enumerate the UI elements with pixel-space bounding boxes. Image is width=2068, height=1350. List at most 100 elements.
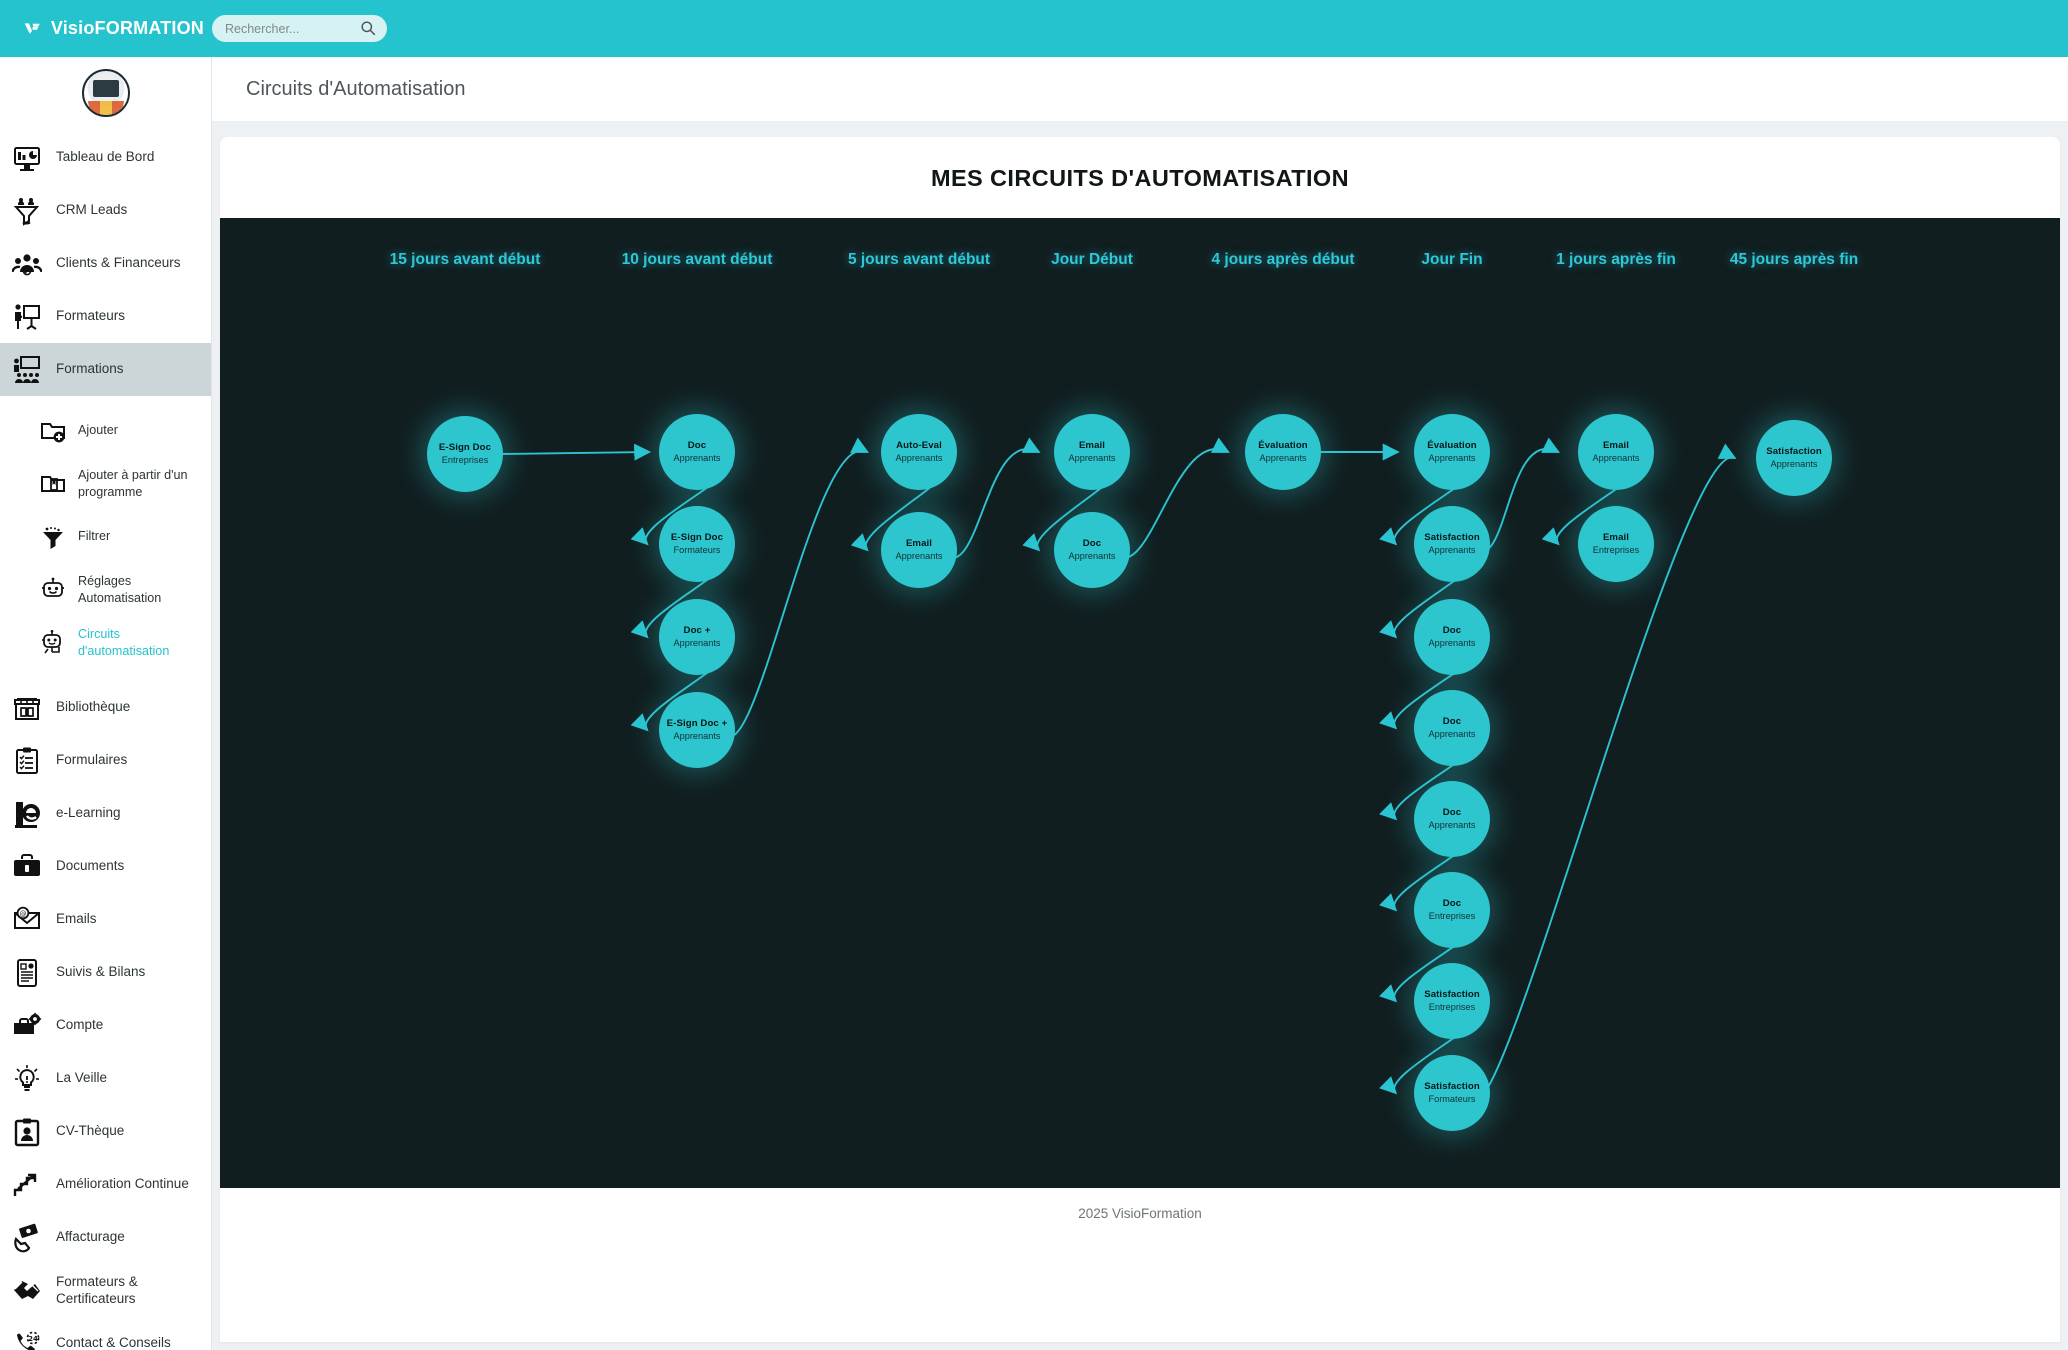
flow-node-title: Doc + (683, 624, 711, 636)
flow-node-subtitle: Apprenants (1428, 452, 1476, 463)
flow-column-header: 1 jours après fin (1556, 251, 1676, 268)
flow-node-title: E-Sign Doc (438, 441, 492, 453)
elearning-book-icon (15, 801, 40, 828)
search-icon[interactable] (360, 20, 376, 36)
sidebar-item-formateurs[interactable]: Formateurs (0, 290, 211, 343)
sidebar-item-affacturage[interactable]: Affacturage (0, 1211, 211, 1264)
envelope-at-icon: @ (14, 906, 40, 929)
flow-node-subtitle: Apprenants (895, 550, 943, 561)
sidebar-item-compte[interactable]: Compte (0, 999, 211, 1052)
flow-edge (726, 437, 870, 738)
flow-node-title: E-Sign Doc (670, 531, 724, 543)
sidebar[interactable]: Tableau de Bord CRM Leads Clients & Fina… (0, 57, 212, 1350)
flow-column-header: Jour Fin (1421, 251, 1483, 268)
sidebar-item-crm-leads[interactable]: CRM Leads (0, 184, 211, 237)
sidebar-subitem-reglages-automatisation[interactable]: Réglages Automatisation (0, 563, 211, 616)
search-box[interactable] (212, 15, 387, 42)
stairs-arrow-icon (13, 1173, 37, 1196)
flow-node-title: Email (1602, 439, 1630, 451)
flow-node-subtitle: Formateurs (1428, 1093, 1476, 1104)
sidebar-item-emails[interactable]: @ Emails (0, 893, 211, 946)
flow-node-subtitle: Apprenants (1592, 452, 1640, 463)
sidebar-item-suivis-bilans[interactable]: Suivis & Bilans (0, 946, 211, 999)
flow-node-title: Doc (1442, 806, 1462, 818)
sidebar-item-cv-theque[interactable]: CV-Thèque (0, 1105, 211, 1158)
flow-edges (500, 437, 1737, 1101)
sidebar-item-amelioration-continue[interactable]: Amélioration Continue (0, 1158, 211, 1211)
sidebar-item-contact-conseils[interactable]: 24 Contact & Conseils (0, 1317, 211, 1350)
sidebar-item-label: Documents (56, 858, 125, 874)
sidebar-item-tableau-de-bord[interactable]: Tableau de Bord (0, 131, 211, 184)
sidebar-item-label: Tableau de Bord (56, 149, 155, 165)
svg-text:@: @ (20, 910, 27, 918)
sidebar-item-label: Formateurs & Certificateurs (56, 1273, 138, 1306)
flow-node-subtitle: Apprenants (1770, 458, 1818, 469)
flow-edge (1117, 437, 1230, 559)
flow-node-subtitle: Apprenants (673, 730, 721, 741)
flow-node-subtitle: Apprenants (1068, 452, 1116, 463)
sidebar-item-formulaires[interactable]: Formulaires (0, 734, 211, 787)
flow-node-subtitle: Apprenants (1428, 544, 1476, 555)
robot-icon (42, 577, 64, 597)
flow-node-subtitle: Apprenants (895, 452, 943, 463)
flow-node-subtitle: Entreprises (441, 454, 489, 465)
flow-node-subtitle: Apprenants (673, 637, 721, 648)
sidebar-item-documents[interactable]: Documents (0, 840, 211, 893)
hand-money-icon (14, 1223, 38, 1252)
briefcase-icon (14, 853, 40, 876)
flow-edge (946, 437, 1041, 559)
sidebar-item-label: La Veille (56, 1070, 108, 1086)
folder-program-icon (41, 475, 65, 492)
flow-node-title: Doc (1442, 624, 1462, 636)
flow-node-title: Doc (1082, 537, 1102, 549)
page-title: Circuits d'Automatisation (246, 77, 466, 100)
sidebar-subitem-circuits-automatisation[interactable]: Circuits d'automatisation (0, 616, 211, 669)
sidebar-item-e-learning[interactable]: e-Learning (0, 787, 211, 840)
sidebar-item-formateurs-certificateurs[interactable]: Formateurs & Certificateurs (0, 1264, 211, 1317)
sidebar-item-bibliotheque[interactable]: Bibliothèque (0, 681, 211, 734)
visioformation-logo-icon (24, 22, 40, 34)
sidebar-subitem-ajouter-programme[interactable]: Ajouter à partir d'un programme (0, 457, 211, 510)
svg-text:24: 24 (28, 1335, 38, 1343)
sidebar-item-label: Formulaires (56, 752, 128, 768)
handshake-icon (14, 1280, 40, 1299)
search-input[interactable] (225, 21, 355, 36)
sidebar-item-clients-financeurs[interactable]: Clients & Financeurs (0, 237, 211, 290)
flow-node-title: E-Sign Doc + (666, 717, 728, 729)
brand[interactable]: VisioFORMATION (24, 12, 204, 46)
flow-node-subtitle: Entreprises (1428, 1001, 1476, 1012)
flow-edge (500, 443, 652, 461)
flow-node[interactable]: E-Sign Doc +Apprenants (659, 692, 735, 768)
sidebar-subitem-filtrer[interactable]: Filtrer (0, 510, 211, 563)
group-people-icon (12, 253, 42, 275)
sidebar-subitem-ajouter[interactable]: Ajouter (0, 404, 211, 457)
briefcase-gear-icon (14, 1012, 42, 1034)
flow-column-header: Jour Début (1051, 251, 1133, 268)
sidebar-item-formations[interactable]: Formations (0, 343, 211, 396)
sidebar-item-la-veille[interactable]: La Veille (0, 1052, 211, 1105)
page-header: Circuits d'Automatisation (212, 57, 2068, 122)
brand-suffix: FORMATION (94, 18, 204, 38)
sidebar-item-label: Formations (56, 361, 124, 377)
flow-node[interactable]: Doc +Apprenants (659, 599, 735, 675)
